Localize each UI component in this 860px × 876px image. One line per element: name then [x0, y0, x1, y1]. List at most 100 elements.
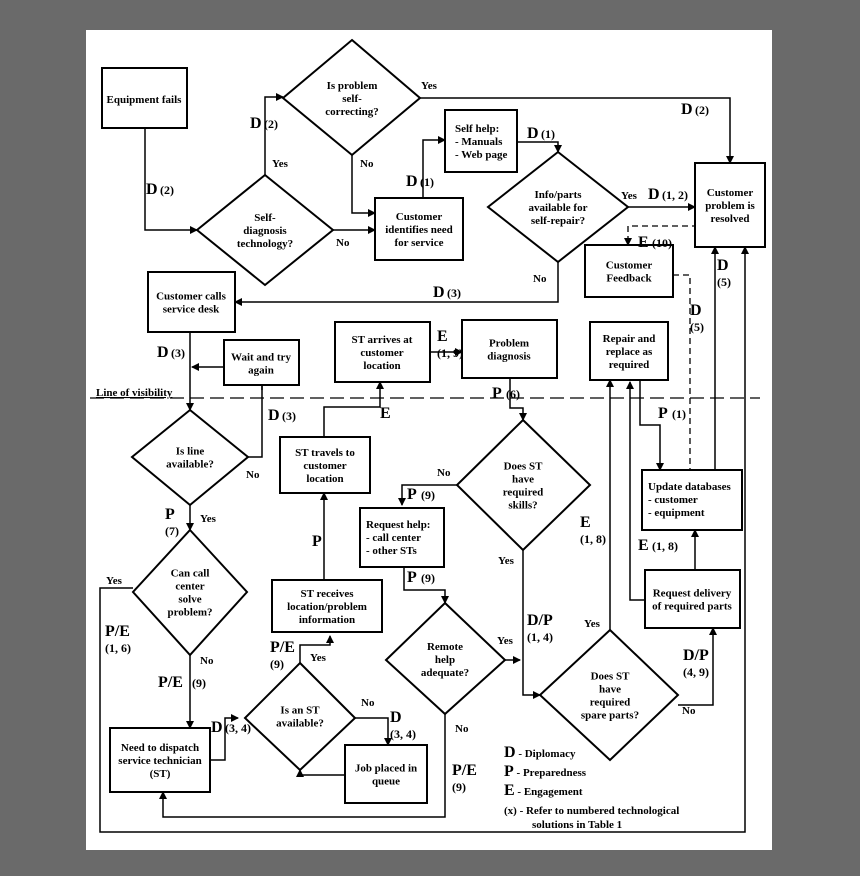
node-label-line: problem? — [167, 607, 212, 619]
yes-label: Yes — [272, 158, 289, 170]
edge-tag-number: (6) — [506, 387, 520, 401]
edge-tag-code: E — [380, 405, 391, 422]
node-label-line: - customer — [648, 494, 698, 506]
node-label-line: Is line — [176, 446, 205, 458]
node-label-line: Is an ST — [280, 705, 320, 717]
no-label: No — [200, 655, 214, 667]
node-st-available-diamond — [243, 661, 357, 772]
node-spare-parts-diamond — [538, 628, 680, 762]
node-label-line: Is problem — [327, 80, 378, 92]
edge-tag-number: (7) — [165, 524, 179, 538]
edge-tag-code: P/E — [158, 674, 183, 691]
edge-tag-code: P — [492, 385, 502, 402]
connectors — [99, 93, 749, 833]
edge-tag-code: D — [211, 719, 223, 736]
node-label-line: Customer calls — [156, 291, 226, 303]
node-label-line: Info/parts — [534, 189, 582, 201]
edge-tag-code: E — [580, 514, 591, 531]
legend-key: (x) — [504, 805, 517, 817]
node-label-line: Customer — [606, 260, 653, 272]
edge-tag-code: P — [407, 569, 417, 586]
edge-tag-code: D — [390, 709, 402, 726]
edge-tag: D(1, 2) — [648, 186, 688, 203]
legend-entry: E - Engagement — [504, 782, 583, 799]
node-dispatch-box — [109, 727, 211, 793]
no-label: No — [361, 697, 375, 709]
edge-tag-code: D — [406, 173, 418, 190]
no-label: No — [360, 158, 374, 170]
edge-tag: D(3) — [268, 407, 296, 424]
no-label: No — [246, 469, 260, 481]
edge-tag-number: (3) — [447, 286, 461, 300]
edge-tag-code: D — [268, 407, 280, 424]
node-label-line: self- — [342, 93, 362, 105]
legend-text: - Refer to numbered technological — [517, 805, 679, 817]
node-update-db: Update databases- customer- equipment — [648, 481, 732, 519]
edge-tag: P/E(1, 6) — [105, 623, 131, 655]
no-label: No — [455, 723, 469, 735]
node-label-line: solve — [178, 594, 201, 606]
node-label-line: Self- — [254, 212, 276, 224]
edge-tag-code: D/P — [683, 647, 709, 664]
node-label-line: ST arrives at — [352, 334, 413, 346]
node-request-help-box — [359, 507, 445, 568]
legend-key: P — [504, 763, 514, 780]
node-label-line: customer — [360, 347, 403, 359]
edge-tag-code: D — [690, 302, 702, 319]
edge-tag: P/E(9) — [452, 762, 477, 794]
edge-tag-number: (9) — [421, 571, 435, 585]
node-label-line: service technician — [118, 755, 201, 767]
node-label-line: Customer — [707, 187, 754, 199]
no-label: No — [533, 273, 547, 285]
node-label-line: Request help: — [366, 519, 430, 531]
node-customer-calls-box — [147, 271, 236, 333]
node-label-line: location/problem — [287, 601, 367, 613]
node-label-line: service desk — [163, 304, 220, 316]
edge-tag-number: (1, 6) — [105, 641, 131, 655]
node-equipment-fails: Equipment fails — [107, 94, 183, 106]
edge-tag-code: P — [312, 533, 322, 550]
edge-tag-code: P/E — [270, 639, 295, 656]
edge-tag-code: P/E — [452, 762, 477, 779]
yes-label: Yes — [584, 618, 601, 630]
edge-tag-code: E — [437, 328, 448, 345]
node-label-line: self-repair? — [531, 215, 585, 227]
node-problem-diagnosis-box — [461, 319, 558, 379]
node-label-line: replace as — [606, 346, 653, 358]
node-label-line: available? — [166, 459, 214, 471]
edge-tag: D(3) — [433, 284, 461, 301]
node-request-help: Request help:- call center- other STs — [366, 519, 430, 557]
edge-tag: D(5) — [717, 257, 731, 289]
yes-label: Yes — [200, 513, 217, 525]
edge-tag: P(7) — [165, 506, 179, 538]
node-label-line: have — [512, 474, 534, 486]
node-label-line: location — [363, 360, 400, 372]
yes-label: Yes — [106, 575, 123, 587]
node-job-queue-box — [344, 744, 428, 804]
edge-tags: D(2) D(2) D(2) D(1) D(1) D(1, 2) E(10) D… — [105, 101, 731, 794]
edge-tag: D/P(1, 4) — [527, 612, 553, 644]
edge-tag: E(1, 9) — [437, 328, 463, 360]
edge-tag-number: (1, 8) — [652, 539, 678, 553]
node-label-line: Can call — [171, 568, 210, 580]
node-label-line: Wait and try — [231, 352, 291, 364]
edge-tag-number: (1, 8) — [580, 532, 606, 546]
node-self-help: Self help:- Manuals- Web page — [455, 123, 507, 161]
node-label-line: spare parts? — [581, 710, 639, 722]
edge-tag-number: (4, 9) — [683, 665, 709, 679]
node-label-line: location — [306, 473, 343, 485]
node-customer-resolved-box — [694, 162, 766, 248]
edge-tag: D(2) — [681, 101, 709, 118]
edge-tag-code: P — [165, 506, 175, 523]
node-label-line: help — [435, 654, 455, 666]
edge-tag-number: (1, 2) — [662, 188, 688, 202]
node-st-arrives-box — [334, 321, 431, 383]
